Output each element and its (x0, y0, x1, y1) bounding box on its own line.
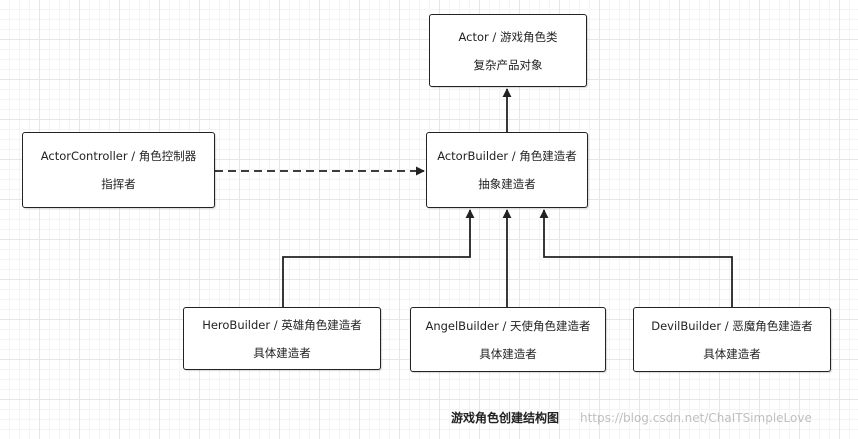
devil-builder-subtitle: 具体建造者 (703, 346, 761, 361)
actor-controller-subtitle: 指挥者 (101, 177, 136, 191)
angel-builder-subtitle: 具体建造者 (479, 346, 537, 361)
angel-builder-title: AngelBuilder / 天使角色建造者 (425, 318, 591, 333)
devil-to-builder-arrow (539, 209, 733, 307)
actor-builder-subtitle: 抽象建造者 (478, 177, 536, 191)
hero-builder-subtitle: 具体建造者 (253, 345, 311, 360)
actor-builder-box[interactable]: ActorBuilder / 角色建造者 抽象建造者 (426, 132, 588, 208)
devil-builder-title: DevilBuilder / 恶魔角色建造者 (651, 318, 813, 333)
actor-box[interactable]: Actor / 游戏角色类 复杂产品对象 (429, 14, 587, 87)
devil-builder-box[interactable]: DevilBuilder / 恶魔角色建造者 具体建造者 (633, 307, 831, 372)
diagram-caption: 游戏角色创建结构图 (450, 411, 559, 425)
actor-builder-title: ActorBuilder / 角色建造者 (437, 149, 577, 163)
actor-subtitle: 复杂产品对象 (473, 57, 543, 72)
hero-builder-title: HeroBuilder / 英雄角色建造者 (202, 317, 362, 332)
watermark-text: https://blog.csdn.net/ChaITSimpleLove (580, 411, 812, 425)
actor-title: Actor / 游戏角色类 (458, 29, 558, 44)
hero-to-builder-arrow (282, 209, 475, 307)
angel-builder-box[interactable]: AngelBuilder / 天使角色建造者 具体建造者 (410, 307, 606, 372)
actor-controller-title: ActorController / 角色控制器 (40, 149, 197, 163)
hero-builder-box[interactable]: HeroBuilder / 英雄角色建造者 具体建造者 (183, 307, 381, 370)
actor-controller-box[interactable]: ActorController / 角色控制器 指挥者 (22, 132, 215, 208)
